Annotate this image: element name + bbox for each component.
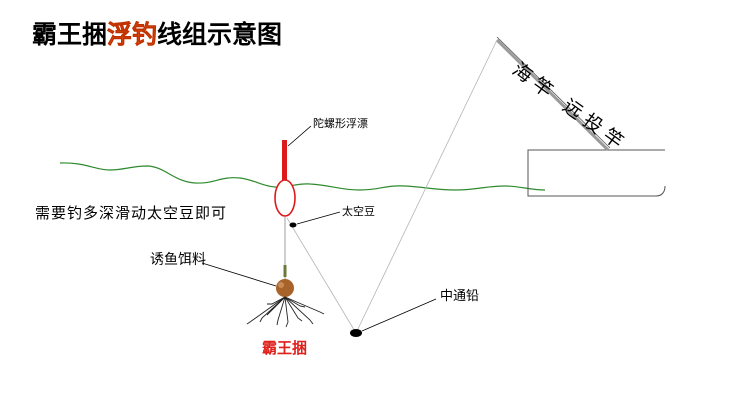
fishing-rod — [495, 38, 610, 152]
hook-label: 霸王捆 — [262, 339, 308, 357]
page-title: 霸王捆浮钓线组示意图 — [32, 20, 283, 49]
hook-cluster — [246, 296, 325, 328]
main-line-to-sinker — [355, 39, 498, 334]
float-stick — [282, 140, 287, 182]
float-label: 陀螺形浮漂 — [313, 117, 368, 130]
bait-ball-highlight — [278, 282, 284, 288]
bait-ball — [276, 279, 294, 297]
sinker-label-pointer — [361, 298, 437, 332]
sinker-label: 中通铅 — [440, 289, 480, 304]
float-label-pointer — [287, 125, 312, 147]
water-surface-line — [59, 162, 546, 191]
float-body — [274, 179, 296, 217]
title-part-1: 霸王捆 — [32, 20, 108, 49]
fishing-rod-edge — [496, 36, 611, 149]
bait-label: 诱鱼饵料 — [150, 252, 206, 268]
title-part-2: 浮钓 — [107, 20, 158, 49]
stopper-label: 太空豆 — [342, 205, 375, 218]
stopper-label-pointer — [296, 211, 341, 225]
sinker-weight — [350, 329, 362, 337]
line-sinker-to-float — [286, 217, 357, 334]
depth-note: 需要钓多深滑动太空豆即可 — [35, 204, 228, 222]
leader-swivel — [283, 265, 287, 277]
title-part-3: 线组示意图 — [157, 20, 283, 49]
bait-label-pointer — [201, 262, 277, 287]
stopper-bead — [289, 222, 297, 228]
shore-platform — [527, 149, 666, 197]
